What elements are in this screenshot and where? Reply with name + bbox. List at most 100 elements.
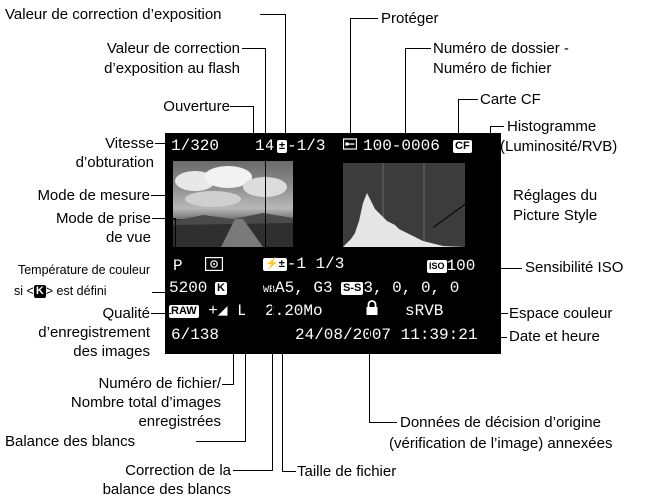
date-time-value: 24/08/2007 11:39:21 xyxy=(295,326,478,344)
histogram xyxy=(343,163,465,247)
leader-line xyxy=(490,126,504,128)
label-file-size: Taille de fichier xyxy=(297,463,397,480)
leader-line xyxy=(230,106,254,108)
leader-line xyxy=(151,313,171,315)
leader-line xyxy=(196,441,246,443)
leader-line xyxy=(285,14,287,138)
k-badge: K xyxy=(215,279,227,297)
landscape-photo xyxy=(173,166,293,247)
raw-icon: RAW xyxy=(169,305,199,318)
label-color-temp-2: si <K> est défini xyxy=(14,282,107,301)
wb-correction-display: WBA5, G3 xyxy=(263,279,333,300)
wb-correction-value: A5, G3 xyxy=(275,279,333,297)
color-space-value: sRVB xyxy=(405,302,444,320)
mode-value: P xyxy=(173,257,183,275)
leader-line xyxy=(272,285,274,471)
label-exposure-comp: Valeur de correction d’exposition xyxy=(5,6,222,23)
leader-line xyxy=(175,218,177,258)
label-shooting-mode-1: Mode de prise xyxy=(55,210,151,227)
exposure-comp-value: -1/3 xyxy=(287,137,326,155)
flash-comp-icon: ⚡± xyxy=(263,258,287,271)
leader-line xyxy=(405,48,431,50)
iso-icon: ISO xyxy=(427,260,447,273)
folder-file-value: 100-0006 xyxy=(363,137,440,155)
quality-display: RAW +◢ L xyxy=(169,302,247,320)
label-aperture: Ouverture xyxy=(163,98,230,115)
label-histogram-1: Histogramme xyxy=(507,118,597,135)
leader-line xyxy=(152,292,170,294)
leader-line xyxy=(458,99,478,101)
leader-line xyxy=(282,471,296,473)
label-color-space: Espace couleur xyxy=(509,305,613,322)
quality-value: +◢ L xyxy=(208,302,247,320)
cf-card-icon: CF xyxy=(453,137,472,155)
label-cf-card: Carte CF xyxy=(480,91,541,108)
label-file-number-3: enregistrées xyxy=(138,413,221,430)
label-quality-1: Qualité xyxy=(102,305,150,322)
flash-comp-display: ⚡±-1 1/3 xyxy=(263,255,344,273)
leader-line xyxy=(490,126,492,176)
color-temp-value: 5200 xyxy=(169,279,208,297)
label-iso: Sensibilité ISO xyxy=(525,259,624,276)
file-size-value: 2.20Mo xyxy=(265,302,323,320)
label-shutter-2: d’obturation xyxy=(75,154,154,171)
photo-thumbnail xyxy=(173,161,293,247)
leader-line xyxy=(242,48,266,50)
wb-icon: WB xyxy=(263,285,276,296)
leader-line xyxy=(369,318,371,423)
histogram-graph xyxy=(343,163,465,247)
leader-line xyxy=(222,384,234,386)
exposure-comp-icon: ± xyxy=(277,140,288,153)
leader-line xyxy=(369,422,397,424)
leader-line xyxy=(245,285,247,442)
leader-line xyxy=(152,218,176,220)
label-picture-style-2: Picture Style xyxy=(513,207,598,224)
picture-style-value: 3, 0, 0, 0 xyxy=(363,279,460,297)
k-screen-icon: K xyxy=(215,282,227,295)
label-file-number-1: Numéro de fichier/ xyxy=(98,375,221,392)
leader-line xyxy=(151,195,168,197)
label-folder-file-2: Numéro de fichier xyxy=(433,60,552,77)
label-file-number-2: Nombre total d’images xyxy=(70,394,221,411)
k-icon: K xyxy=(33,285,46,298)
label-histogram-2: (Luminosité/RVB) xyxy=(500,138,618,155)
leader-line xyxy=(486,268,522,270)
leader-line xyxy=(265,48,267,256)
label-quality-3: des images xyxy=(73,343,150,360)
exposure-comp-display: ±-1/3 xyxy=(277,137,325,155)
metering-icon xyxy=(205,257,223,276)
picture-style-icon: S-S xyxy=(341,282,364,295)
leader-line xyxy=(405,48,407,138)
label-quality-2: d’enregistrement xyxy=(38,324,150,341)
leader-line xyxy=(233,328,235,385)
leader-line xyxy=(233,470,273,472)
leader-line xyxy=(350,18,352,138)
protect-icon xyxy=(342,137,358,155)
leader-line xyxy=(492,337,507,339)
label-flash-comp-1: Valeur de correction xyxy=(106,40,240,57)
leader-line xyxy=(155,143,167,145)
color-temp-text-a: si < xyxy=(14,284,34,298)
camera-lcd-screen: 1/320 14 ±-1/3 100-0006 CF P ⚡±-1 1/3 xyxy=(165,133,501,354)
leader-line xyxy=(282,318,284,472)
color-temp-text-b: > est défini xyxy=(45,284,107,298)
label-date-time: Date et heure xyxy=(509,328,600,345)
label-picture-style-1: Réglages du xyxy=(513,187,598,204)
label-flash-comp-2: d’exposition au flash xyxy=(104,60,240,77)
label-verification-1: Données de décision d’origine xyxy=(400,414,601,431)
label-color-temp-1: Température de couleur xyxy=(17,263,150,277)
aperture-value: 14 xyxy=(255,137,274,155)
file-count-value: 6/138 xyxy=(171,326,220,344)
label-shutter-1: Vitesse xyxy=(105,135,154,152)
lock-icon xyxy=(366,300,378,315)
leader-line xyxy=(458,99,460,138)
shutter-value: 1/320 xyxy=(171,137,220,155)
label-white-balance: Balance des blancs xyxy=(5,433,136,450)
cf-card-badge: CF xyxy=(453,140,472,153)
leader-line xyxy=(350,18,378,20)
label-wb-correction-1: Correction de la xyxy=(125,462,231,479)
label-verification-2: (vérification de l’image) annexées xyxy=(389,435,613,452)
